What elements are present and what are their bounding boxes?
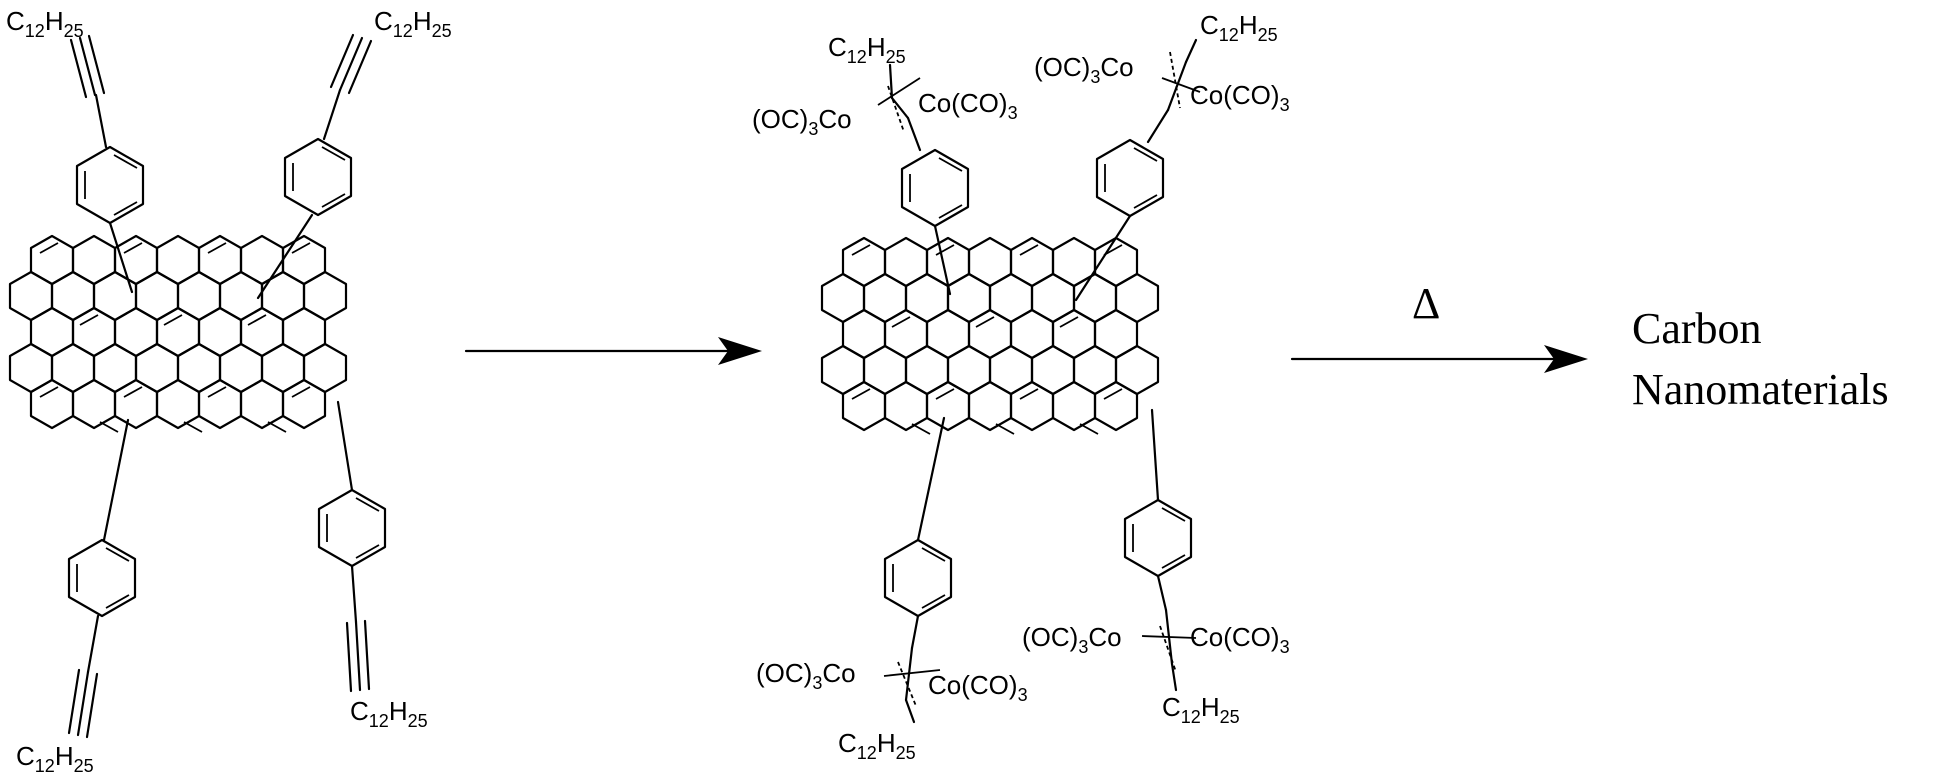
alkyl-label: C12H25: [350, 696, 428, 731]
arrow-right-icon: [1290, 345, 1588, 373]
cobalt-complex-intermediate: C12H25 (OC)3Co Co(CO)3 C12H25 (OC)3Co Co…: [752, 10, 1290, 763]
cobalt-tricarbonyl-label: Co(CO)3: [928, 670, 1028, 705]
phenyl-ring: [317, 488, 387, 568]
product-label-line2: Nanomaterials: [1632, 365, 1889, 414]
graphene-sheet-left: [10, 236, 346, 432]
alkyl-label: C12H25: [838, 728, 916, 763]
alkyl-label: C12H25: [374, 6, 452, 41]
product-label-line1: Carbon: [1632, 304, 1762, 353]
alkyl-label: C12H25: [1200, 10, 1278, 45]
arrow-right-icon: [464, 337, 762, 365]
starting-material: C12H25 C12H25 C12H25 C12H25: [6, 6, 452, 776]
graphene-sheet-middle: [822, 238, 1158, 434]
cobalt-tricarbonyl-label: Co(CO)3: [918, 88, 1018, 123]
alkyl-label: C12H25: [16, 741, 94, 776]
alkyl-label: C12H25: [1162, 692, 1240, 727]
cobalt-tricarbonyl-label: (OC)3Co: [756, 658, 856, 693]
phenyl-ring: [75, 145, 145, 225]
phenyl-ring: [283, 137, 353, 217]
alkyl-label: C12H25: [828, 32, 906, 67]
phenyl-ring: [67, 538, 137, 618]
phenyl-ring: [900, 148, 970, 228]
phenyl-ring: [1123, 498, 1193, 578]
alkyl-label: C12H25: [6, 6, 84, 41]
phenyl-ring: [1095, 138, 1165, 218]
delta-icon: Δ: [1412, 279, 1440, 328]
phenyl-ring: [883, 538, 953, 618]
cobalt-tricarbonyl-label: (OC)3Co: [752, 104, 852, 139]
cobalt-tricarbonyl-label: Co(CO)3: [1190, 80, 1290, 115]
cobalt-tricarbonyl-label: (OC)3Co: [1034, 52, 1134, 87]
cobalt-tricarbonyl-label: (OC)3Co: [1022, 622, 1122, 657]
cobalt-tricarbonyl-label: Co(CO)3: [1190, 622, 1290, 657]
